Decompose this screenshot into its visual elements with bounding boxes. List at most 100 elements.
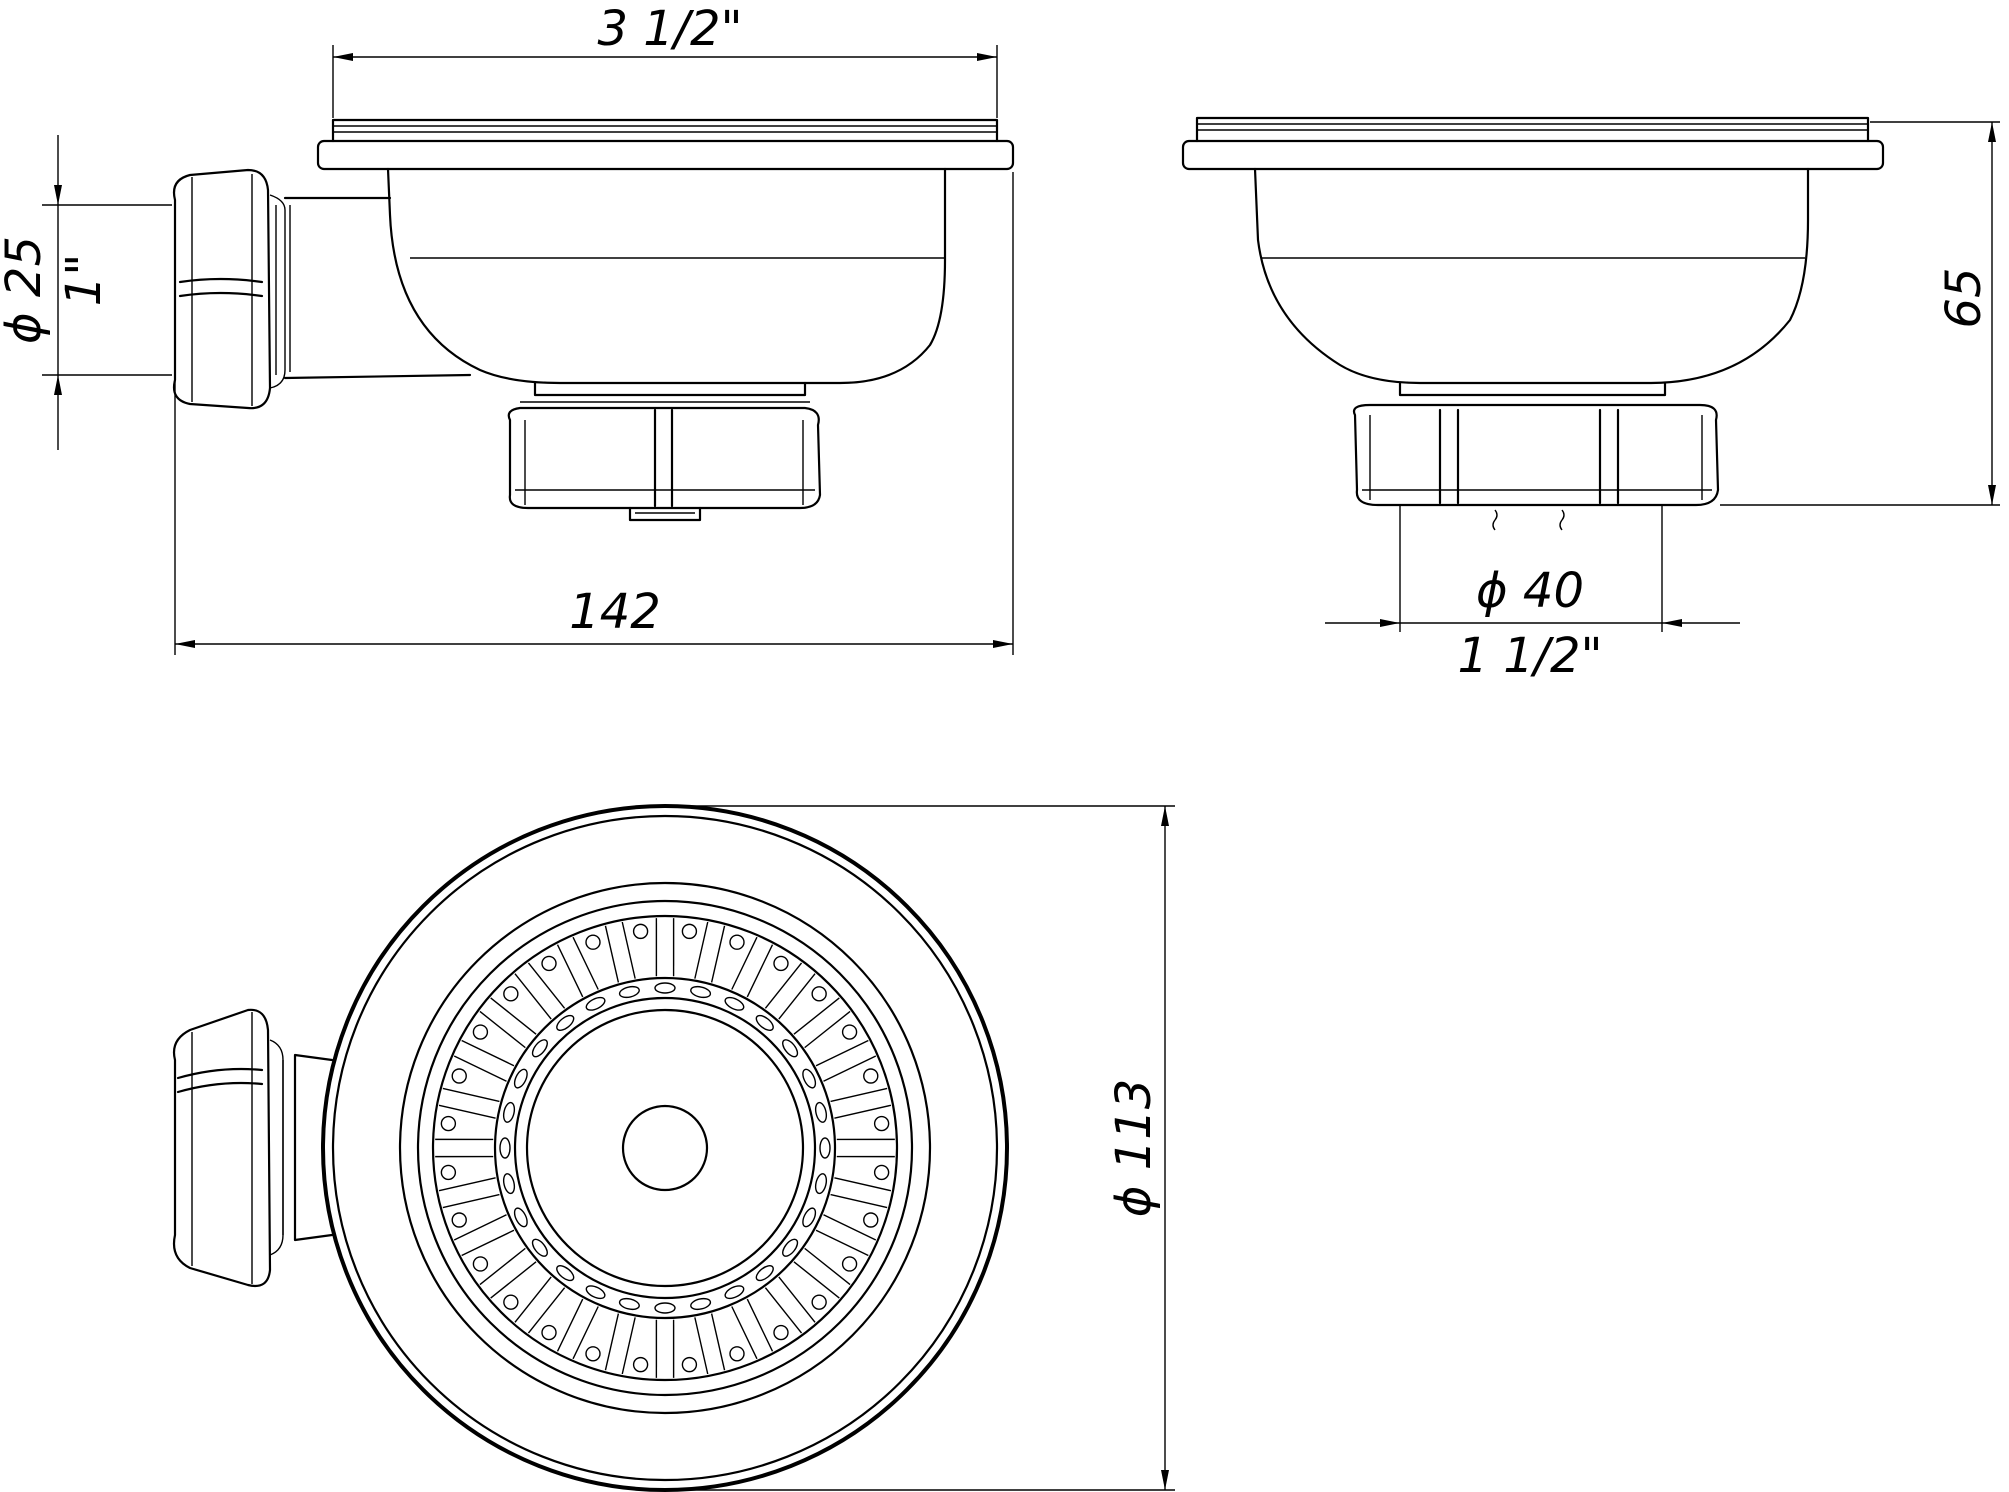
strainer-rib [556, 1298, 584, 1352]
strainer-hole [873, 1115, 890, 1132]
strainer-tab [531, 1238, 548, 1257]
strainer-tab [690, 1297, 712, 1311]
strainer-rib [527, 1287, 566, 1334]
strainer-rib [442, 1087, 500, 1103]
strainer-ribs [435, 918, 895, 1378]
strainer-tab [654, 982, 676, 994]
strainer-hole [503, 986, 519, 1002]
strainer-tab [724, 996, 745, 1011]
strainer-tab [814, 1101, 828, 1123]
strainer-tab [690, 985, 712, 999]
strainer-rib [834, 1177, 892, 1192]
dim-flange-diameter: ϕ 113 [1106, 1079, 1162, 1218]
strainer-tab [819, 1137, 831, 1159]
strainer-rib [479, 1247, 526, 1286]
strainer-hole [873, 1164, 890, 1181]
dim-overall-length: 142 [569, 584, 661, 640]
strainer-rib [479, 1010, 526, 1049]
strainer-rib [694, 921, 709, 979]
dim-drain-diameter-mm: ϕ 40 [1476, 563, 1584, 619]
front-view: 3 1/2" 142 ϕ 25 1" [0, 1, 1015, 655]
strainer-rib [710, 1313, 726, 1371]
strainer-tab [556, 1265, 575, 1282]
top-view: ϕ 113 [172, 804, 1175, 1492]
strainer-hole [541, 955, 557, 972]
strainer-hole [632, 923, 649, 940]
strainer-tab [618, 1297, 640, 1311]
strainer-rib [438, 1104, 496, 1119]
strainer-rib [731, 936, 758, 990]
strainer-rib [746, 1298, 774, 1352]
strainer-tab [513, 1068, 528, 1089]
strainer-tab [556, 1014, 575, 1031]
strainer-rib [461, 1039, 515, 1067]
strainer-rib [461, 1229, 515, 1257]
strainer-hole [811, 1294, 827, 1310]
strainer-rib [490, 997, 537, 1035]
strainer-hole [681, 923, 698, 940]
strainer-rib [710, 925, 726, 983]
strainer-rib [823, 1214, 877, 1241]
strainer-rib [804, 1010, 851, 1049]
strainer-rib [453, 1214, 507, 1241]
strainer-tab [502, 1173, 516, 1195]
strainer-rib [621, 1317, 636, 1375]
dim-height: 65 [1936, 267, 1992, 328]
strainer-rib [514, 973, 552, 1020]
strainer-rib [453, 1055, 507, 1082]
strainer-hole [440, 1164, 457, 1181]
strainer-tab [755, 1014, 774, 1031]
dim-outlet-diameter-mm: ϕ 25 [0, 236, 52, 344]
strainer-hole [541, 1324, 557, 1341]
dim-top-width: 3 1/2" [597, 1, 742, 57]
strainer-tab [782, 1238, 799, 1257]
strainer-rib [490, 1261, 537, 1299]
strainer-tab [585, 996, 606, 1011]
strainer-rib [764, 1287, 803, 1334]
strainer-rib [834, 1104, 892, 1119]
strainer-rib [764, 962, 803, 1009]
strainer-hole [681, 1356, 698, 1373]
strainer-hole [440, 1115, 457, 1132]
strainer-tab [531, 1039, 548, 1058]
strainer-tab [755, 1265, 774, 1282]
strainer-rib [815, 1229, 869, 1257]
strainer-tab [814, 1173, 828, 1195]
strainer-rib [694, 1317, 709, 1375]
strainer-rib [514, 1276, 552, 1323]
strainer-rib [793, 1261, 840, 1299]
strainer-hole [585, 1346, 601, 1362]
strainer-rib [572, 1306, 599, 1360]
strainer-hole [503, 1294, 519, 1310]
strainer-rib [438, 1177, 496, 1192]
strainer-rib [830, 1193, 888, 1209]
strainer-rib [604, 925, 620, 983]
side-view: 65 ϕ 40 1 1/2" [1181, 116, 2000, 684]
strainer-hole [472, 1256, 489, 1272]
strainer-hole [773, 1324, 789, 1341]
strainer-rib [778, 973, 816, 1020]
strainer-rib [442, 1193, 500, 1209]
strainer-hole [863, 1212, 879, 1228]
strainer-tab [513, 1207, 528, 1228]
strainer-rib [823, 1055, 877, 1082]
strainer-rib [778, 1276, 816, 1323]
strainer-tab [502, 1101, 516, 1123]
strainer-tab [802, 1207, 817, 1228]
strainer-hole [729, 934, 745, 950]
strainer-rib [804, 1247, 851, 1286]
strainer-rib [746, 944, 774, 998]
dim-outlet-diameter-in: 1" [56, 254, 112, 307]
strainer-hole [472, 1024, 489, 1040]
strainer-rib [572, 936, 599, 990]
strainer-rib [830, 1087, 888, 1103]
dim-drain-diameter-in: 1 1/2" [1457, 628, 1602, 684]
strainer-rib [556, 944, 584, 998]
strainer-hole [451, 1212, 467, 1228]
strainer-rib [815, 1039, 869, 1067]
strainer-hole [811, 986, 827, 1002]
strainer-tab [654, 1302, 676, 1314]
strainer-hole [841, 1256, 858, 1272]
strainer-rib [604, 1313, 620, 1371]
